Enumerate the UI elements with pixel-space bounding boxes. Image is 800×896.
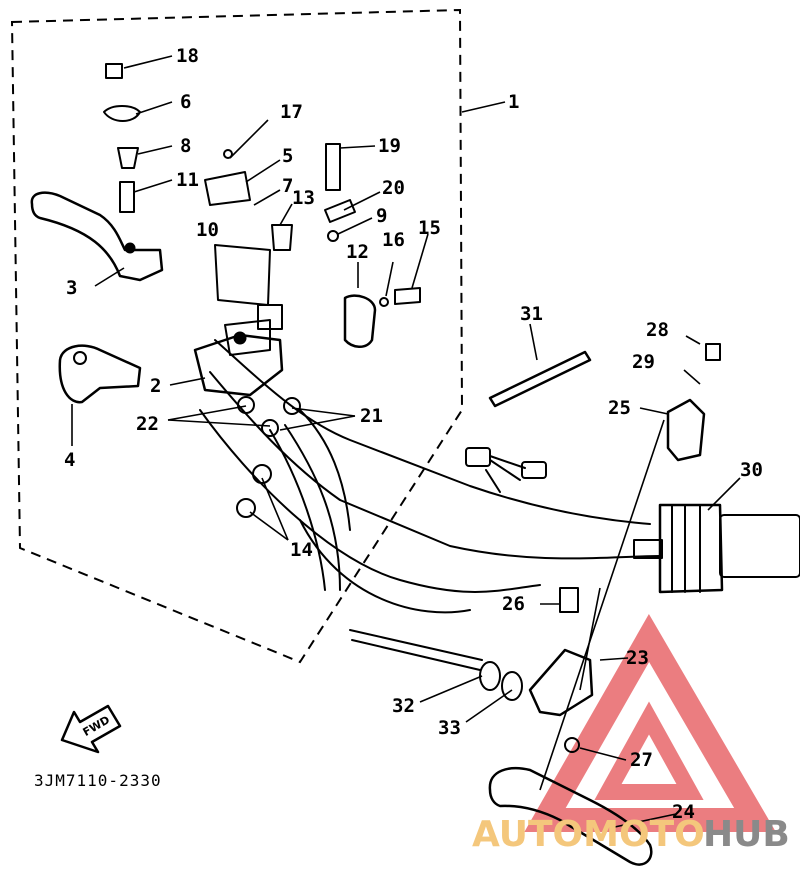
callout-26: 26: [502, 593, 525, 615]
callout-12: 12: [346, 241, 369, 263]
holder-4: [58, 344, 142, 404]
callout-4: 4: [64, 449, 75, 471]
small-parts: [103, 63, 421, 348]
watermark-part1: AUTOMOTO: [472, 814, 705, 855]
callout-19: 19: [378, 135, 401, 157]
callout-16: 16: [382, 229, 405, 251]
callout-3: 3: [66, 277, 77, 299]
fwd-label: FWD: [81, 713, 112, 739]
callout-23: 23: [626, 647, 649, 669]
callout-27: 27: [630, 749, 653, 771]
callout-28: 28: [646, 319, 669, 341]
watermark-text: AUTOMOTO HUB: [472, 814, 790, 855]
wire-connector: [465, 447, 547, 493]
callout-7: 7: [282, 175, 293, 197]
callout-24: 24: [672, 801, 695, 823]
callout-1: 1: [508, 91, 519, 113]
callout-8: 8: [180, 135, 191, 157]
master-cylinder-2: [193, 244, 284, 397]
callout-13: 13: [292, 187, 315, 209]
cable-tie-31: [488, 350, 592, 408]
callout-31: 31: [520, 303, 543, 325]
callout-18: 18: [176, 45, 199, 67]
callout-29: 29: [632, 351, 655, 373]
callout-6: 6: [180, 91, 191, 113]
callout-10: 10: [196, 219, 219, 241]
fittings: [236, 396, 301, 518]
callout-15: 15: [418, 217, 441, 239]
callout-32: 32: [392, 695, 415, 717]
callout-9: 9: [376, 205, 387, 227]
brake-lever-3: [30, 191, 164, 282]
callout-5: 5: [282, 145, 293, 167]
callout-17: 17: [280, 101, 303, 123]
callout-labels: 18 6 8 11 3 4 2 22 21 14 17 5 7 13 10 19…: [64, 45, 763, 823]
callout-22: 22: [136, 413, 159, 435]
bracket-25: [666, 343, 721, 462]
handlebar: [199, 339, 800, 614]
callout-2: 2: [150, 375, 161, 397]
callout-21: 21: [360, 405, 383, 427]
callout-11: 11: [176, 169, 199, 191]
callout-14: 14: [290, 539, 313, 561]
callout-20: 20: [382, 177, 405, 199]
drawing-code: 3JM7110-2330: [34, 771, 162, 790]
leader-lines: [71, 55, 741, 829]
callout-33: 33: [438, 717, 461, 739]
callout-25: 25: [608, 397, 631, 419]
callout-30: 30: [740, 459, 763, 481]
forward-arrow-icon: FWD: [60, 704, 122, 754]
watermark-part2: HUB: [703, 814, 790, 855]
cables: [269, 409, 483, 671]
switch-housing-30: [633, 503, 724, 594]
assembly-outline: [10, 8, 464, 664]
